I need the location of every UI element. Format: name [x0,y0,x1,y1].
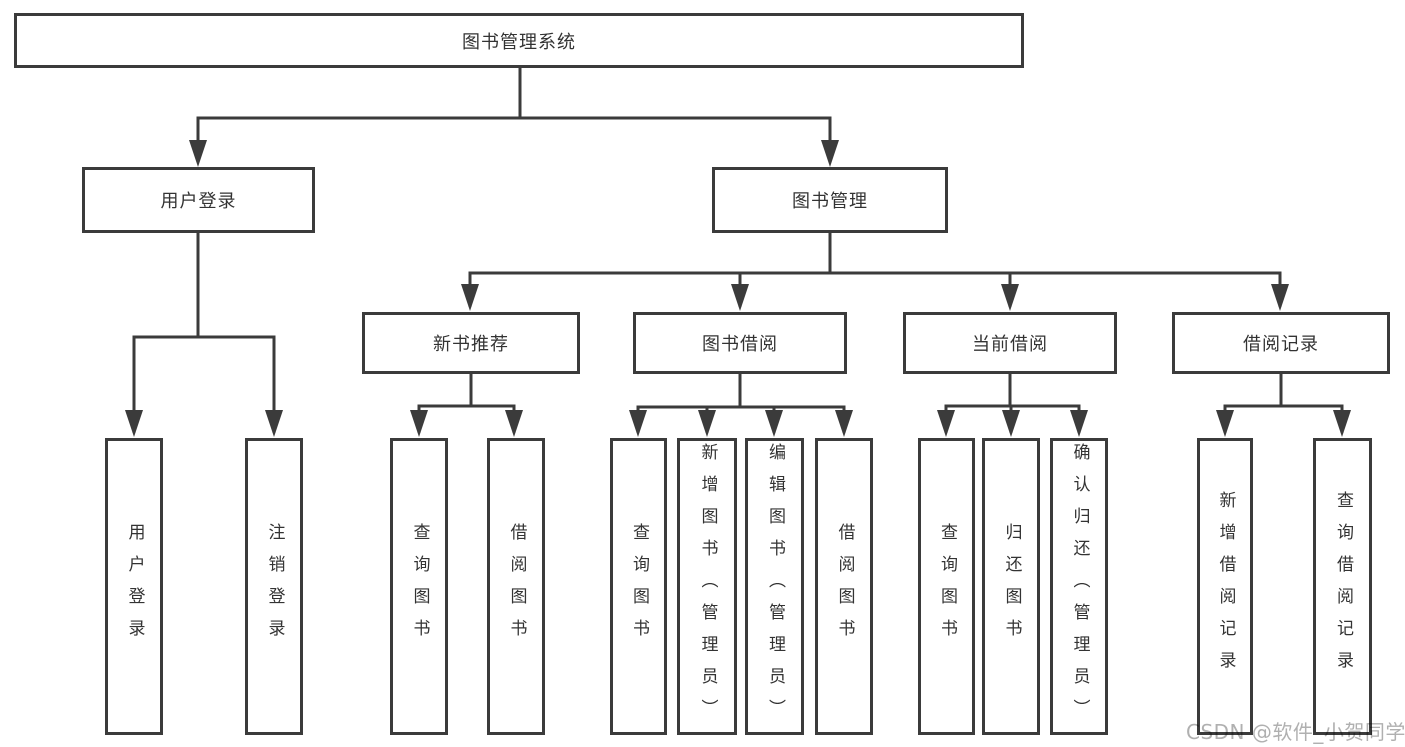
csdn-watermark: CSDN @软件_小贺同学 [1186,720,1405,744]
arrow-down-icon [731,284,749,311]
connector-bookborrow-to-children [629,374,853,437]
leaf-query-books-3: 查询图书 [918,438,975,735]
arrow-down-icon [265,410,283,437]
node-book-management: 图书管理 [712,167,948,233]
arrow-down-icon [937,410,955,437]
connector-userlogin-to-children [125,233,283,437]
leaf-borrow-books-2: 借阅图书 [815,438,873,735]
leaf-logout: 注销登录 [245,438,303,735]
arrow-down-icon [698,410,716,437]
arrow-down-icon [765,410,783,437]
arrow-down-icon [1333,410,1351,437]
connector-newbookrec-to-children [410,374,523,437]
connector-borrowrecords-to-children [1216,374,1351,437]
arrow-down-icon [629,410,647,437]
leaf-add-borrow-record: 新增借阅记录 [1197,438,1253,735]
arrow-down-icon [125,410,143,437]
arrow-down-icon [821,140,839,167]
arrow-down-icon [461,284,479,311]
node-new-book-recommend: 新书推荐 [362,312,580,374]
connector-root-to-level1 [189,68,839,167]
arrow-down-icon [1070,410,1088,437]
connector-currentborrow-to-children [937,374,1088,437]
leaf-return-books: 归还图书 [982,438,1040,735]
node-borrowing-records: 借阅记录 [1172,312,1390,374]
leaf-borrow-books-1: 借阅图书 [487,438,545,735]
node-user-login: 用户登录 [82,167,315,233]
arrow-down-icon [1216,410,1234,437]
node-current-borrowing: 当前借阅 [903,312,1117,374]
node-book-borrowing: 图书借阅 [633,312,847,374]
leaf-query-borrow-record: 查询借阅记录 [1313,438,1372,735]
node-root: 图书管理系统 [14,13,1024,68]
leaf-query-books-1: 查询图书 [390,438,448,735]
leaf-confirm-return-admin: 确认归还（管理员） [1050,438,1108,735]
arrow-down-icon [1002,410,1020,437]
leaf-query-books-2: 查询图书 [610,438,667,735]
arrow-down-icon [1001,284,1019,311]
arrow-down-icon [410,410,428,437]
arrow-down-icon [189,140,207,167]
connector-bookmgmt-to-level2 [461,233,1289,311]
arrow-down-icon [505,410,523,437]
leaf-edit-books-admin: 编辑图书（管理员） [745,438,804,735]
leaf-add-books-admin: 新增图书（管理员） [677,438,737,735]
arrow-down-icon [835,410,853,437]
arrow-down-icon [1271,284,1289,311]
leaf-user-login: 用户登录 [105,438,163,735]
